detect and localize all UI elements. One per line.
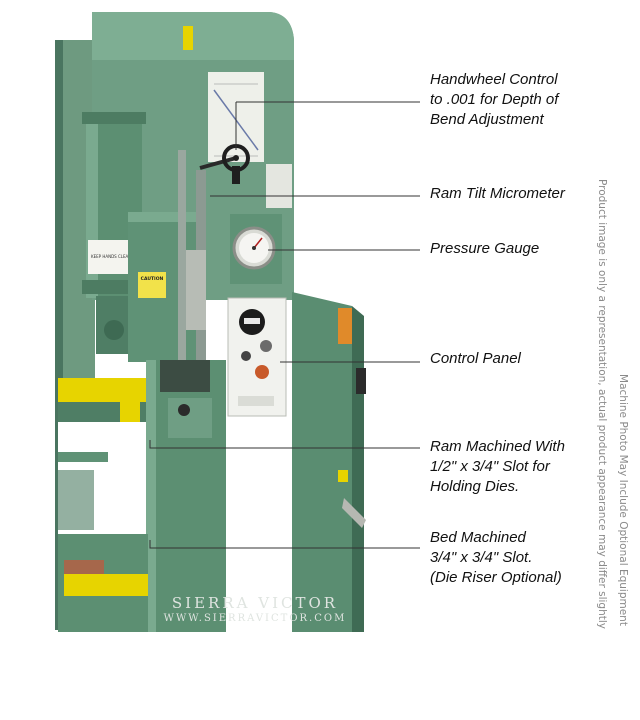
watermark-url: WWW.SIERRAVICTOR.COM	[163, 613, 347, 624]
ram-yellow-band	[58, 378, 146, 402]
callout-gauge: Pressure Gauge	[430, 239, 539, 259]
callout-line: Bend Adjustment	[430, 111, 544, 128]
callout-line: Ram Tilt Micrometer	[430, 185, 565, 202]
callout-line: Ram Machined With	[430, 438, 565, 455]
panel-switch	[260, 340, 272, 352]
bed-yellow-band	[64, 574, 148, 596]
callout-line: Pressure Gauge	[430, 240, 540, 257]
cylinder-sticker	[88, 240, 134, 274]
machine-photo: KEEP HANDS CLEAR CAUTION	[55, 12, 420, 632]
callout-control-panel: Control Panel	[430, 349, 521, 369]
leader-lines	[149, 101, 420, 549]
orange-label	[338, 308, 352, 344]
callout-line: 3/4" x 3/4" Slot.	[430, 549, 533, 566]
callout-line: (Die Riser Optional)	[430, 569, 562, 586]
callout-line: to .001 for Depth of	[430, 91, 559, 108]
leader-bed-slot	[149, 540, 420, 549]
top-tag	[183, 26, 193, 50]
callout-line: Handwheel Control	[430, 71, 558, 88]
electrical-cabinet	[292, 292, 352, 632]
caution-text: CAUTION	[141, 276, 164, 282]
leader-ram-slot	[149, 440, 420, 449]
callout-ram-slot: Ram Machined With 1/2" x 3/4" Slot for H…	[430, 437, 565, 497]
sticker-text: KEEP HANDS CLEAR	[91, 254, 131, 259]
caution-label	[138, 272, 166, 298]
callout-bed-slot: Bed Machined 3/4" x 3/4" Slot. (Die Rise…	[430, 528, 562, 588]
panel-button	[255, 365, 269, 379]
callout-handwheel: Handwheel Control to .001 for Depth of B…	[430, 70, 558, 130]
disclaimer-optional-equipment: Machine Photo May Include Optional Equip…	[617, 374, 629, 626]
disclaimer-representation: Product image is only a representation, …	[596, 178, 608, 630]
callout-line: Control Panel	[430, 350, 521, 367]
cabinet-handle	[342, 498, 366, 528]
callout-line: Holding Dies.	[430, 478, 520, 495]
callout-micrometer: Ram Tilt Micrometer	[430, 184, 565, 204]
callout-line: Bed Machined	[430, 529, 526, 546]
callout-line: 1/2" x 3/4" Slot for	[430, 458, 550, 475]
rod	[178, 150, 186, 390]
watermark-brand: SIERRA VICTOR	[171, 594, 339, 612]
